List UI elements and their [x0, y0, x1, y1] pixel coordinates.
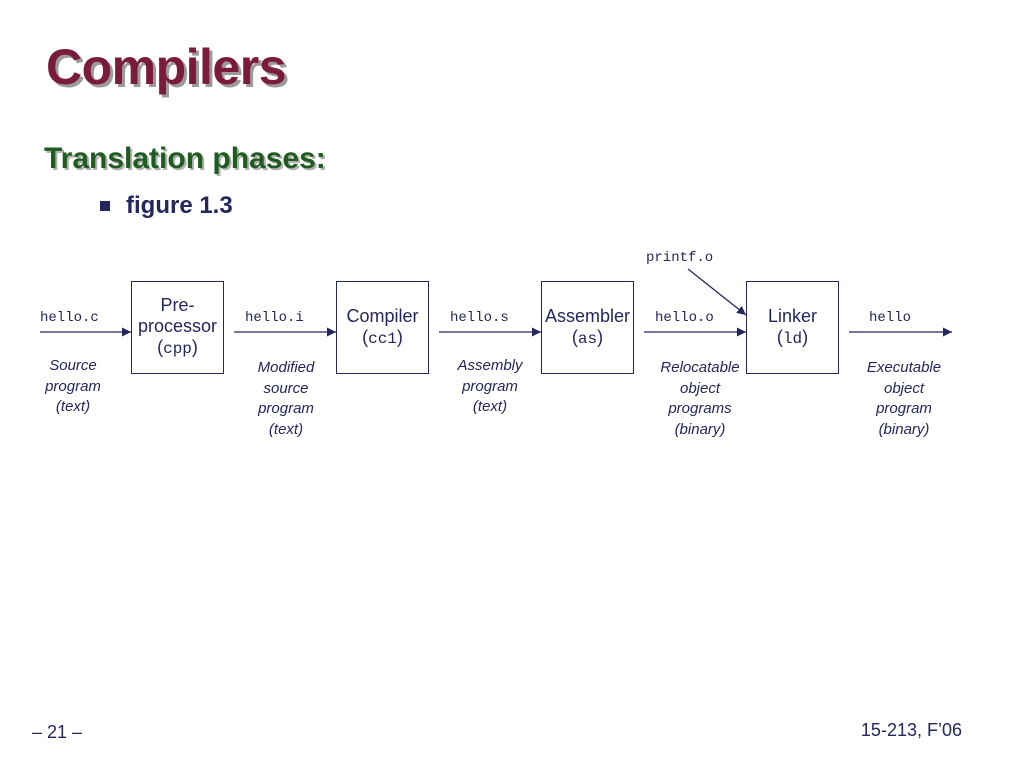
description-assembly: Assembly program (text) — [457, 357, 523, 415]
stage-label: Linker — [767, 305, 818, 326]
description-relocatable: Relocatable object programs (binary) — [660, 359, 740, 438]
stage-label: Pre- — [160, 295, 195, 315]
stage-label: Compiler — [346, 305, 419, 326]
course-label: 15-213, F’06 — [860, 720, 962, 740]
stage-label: processor — [137, 316, 218, 336]
arrow-printf-o — [687, 268, 747, 316]
slide-title: Compilers — [46, 39, 287, 95]
bullet-square-icon — [100, 201, 110, 211]
file-label-hello-o: hello.o — [655, 310, 714, 326]
stage-command: as — [577, 329, 598, 348]
stage-command: cpp — [163, 340, 192, 358]
stage-command: cc1 — [368, 329, 397, 348]
file-label-hello-c: hello.c — [40, 310, 99, 326]
description-executable: Executable object program (binary) — [866, 359, 942, 438]
section-heading: Translation phases: — [44, 142, 326, 175]
description-source: Source program (text) — [45, 357, 101, 415]
stage-compiler-box: Compiler (cc1) — [336, 281, 429, 374]
bullet-item: figure 1.3 — [100, 192, 233, 220]
description-modified-source: Modified source program (text) — [257, 359, 315, 438]
file-label-hello-i: hello.i — [245, 310, 304, 326]
stage-linker-box: Linker (ld) — [746, 281, 839, 374]
file-label-hello-s: hello.s — [450, 310, 509, 326]
file-label-hello: hello — [869, 310, 912, 326]
bullet-text: figure 1.3 — [126, 192, 233, 219]
stage-preprocessor-box: Pre- processor (cpp) — [131, 281, 224, 374]
file-label-printf-o: printf.o — [646, 250, 714, 266]
stage-label: Assembler — [544, 305, 631, 326]
stage-assembler-box: Assembler (as) — [541, 281, 634, 374]
stage-command: ld — [782, 329, 803, 348]
page-number: – 21 – — [32, 722, 83, 742]
